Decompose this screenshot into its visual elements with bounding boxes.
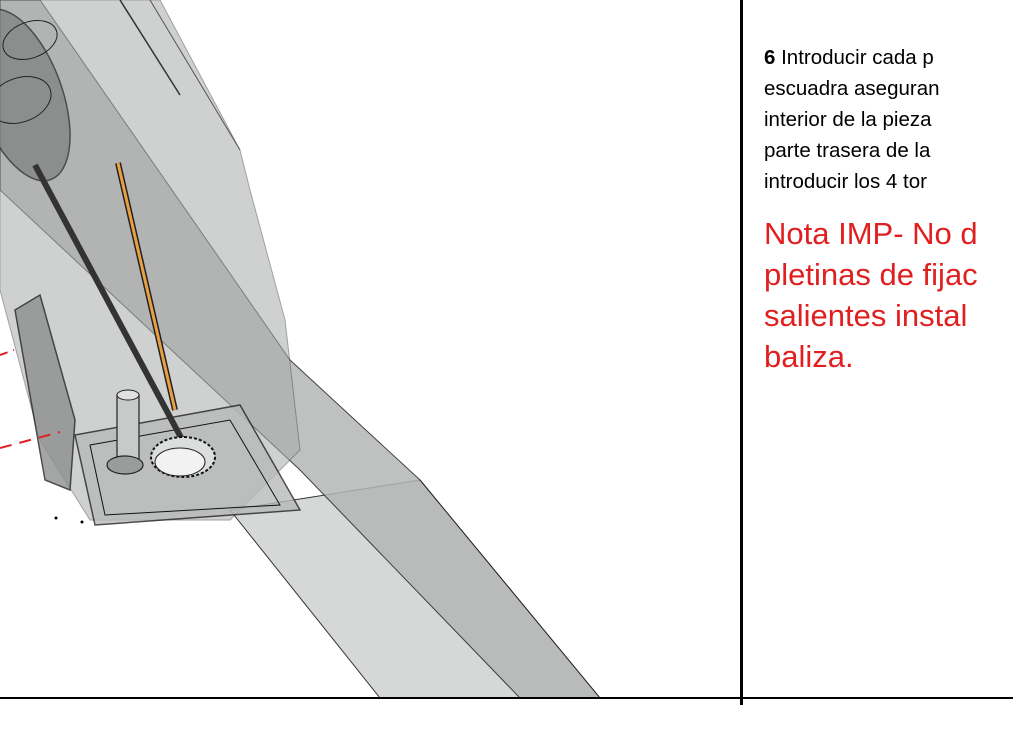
housing-edge (119, 0, 181, 96)
important-note: Nota IMP- No d pletinas de fijac salient… (764, 213, 1013, 377)
housing-block (0, 0, 301, 521)
guide-line (0, 431, 61, 449)
guide-line (0, 349, 15, 356)
bracket-vertical (14, 293, 76, 492)
screwdriver-shaft (32, 163, 188, 447)
step-line-4: parte trasera de la (764, 139, 931, 162)
instructions-panel: 6 Introducir cada p escuadra aseguran in… (764, 42, 1013, 642)
dot-mark (80, 520, 84, 524)
step-line-3: interior de la pieza (764, 108, 932, 131)
nut (106, 455, 144, 475)
column-divider (740, 0, 743, 705)
assembly-illustration (0, 0, 601, 698)
dot-mark (54, 516, 58, 520)
housing-edge (149, 0, 241, 151)
step-line-5: introducir los 4 tor (764, 170, 927, 193)
note-line-3: salientes instal (764, 298, 968, 333)
step-line-1: 6 Introducir cada p (764, 42, 1013, 73)
step-text: Introducir cada p (781, 46, 934, 69)
bottom-rule (0, 697, 1013, 699)
screwdriver-handle-ring (0, 76, 52, 124)
note-line-4: baliza. (764, 339, 854, 374)
screwdriver-handle-ring (2, 20, 58, 60)
bolt-top (116, 389, 140, 401)
note-line-2: pletinas de fijac (764, 257, 978, 292)
bracket-plate-inner (89, 419, 281, 516)
assembly-3d-view (0, 0, 601, 698)
bolt-shank (116, 394, 140, 461)
washer-hole (154, 447, 206, 477)
step-number: 6 (764, 46, 776, 69)
orange-rod-core (116, 162, 177, 411)
step-line-2: escuadra aseguran (764, 77, 940, 100)
note-line-1: Nota IMP- No d (764, 216, 978, 251)
